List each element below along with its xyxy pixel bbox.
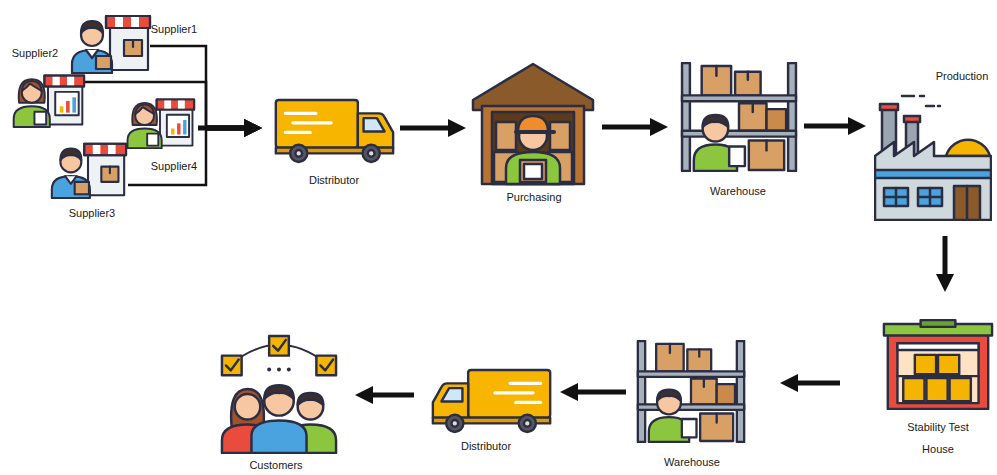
purchasing-icon — [473, 64, 593, 184]
node-label: Distributor — [309, 173, 359, 188]
flow-arrow — [602, 127, 658, 128]
arrow-shaft — [790, 381, 840, 386]
node-label: Supplier3 — [69, 206, 115, 221]
flow-arrow — [945, 236, 946, 282]
customers-icon — [222, 336, 336, 453]
factory-icon — [875, 96, 991, 220]
icon-node: Distributor — [262, 93, 400, 167]
icon-node: Supplier3 — [48, 138, 128, 200]
flow-arrow — [570, 392, 626, 393]
icon-node: Supplier2 — [12, 66, 82, 132]
icon-node: Warehouse — [626, 338, 780, 450]
node-label: Stability Test House — [894, 416, 982, 460]
flow-arrow — [400, 128, 456, 129]
truck-icon — [276, 100, 393, 162]
node-label: Distributor — [461, 439, 511, 454]
node-label: Warehouse — [664, 455, 720, 470]
node-label: Customers — [249, 458, 302, 473]
icon-node: Warehouse — [668, 60, 804, 174]
supplier-icon — [128, 99, 195, 148]
icon-node: Distributor — [414, 366, 560, 436]
arrow-shaft — [365, 393, 414, 398]
icon-node: Customers — [216, 333, 355, 455]
flow-arrow — [365, 395, 414, 396]
icon-node: Production — [866, 84, 993, 236]
flow-arrow — [198, 128, 252, 129]
node-label: Supplier4 — [151, 159, 197, 174]
arrow-shaft — [198, 126, 252, 131]
arrow-shaft — [804, 124, 856, 129]
warehouse-icon — [682, 63, 796, 171]
arrow-shaft — [570, 390, 626, 395]
truck-icon — [433, 370, 550, 432]
arrow-shaft — [602, 125, 658, 130]
flow-arrow — [790, 383, 840, 384]
node-label: Purchasing — [506, 190, 561, 205]
icon-node: Stability Test House — [840, 292, 995, 412]
node-label: Supplier2 — [12, 46, 58, 61]
test-house-icon — [884, 320, 992, 409]
node-label: Supplier1 — [151, 22, 197, 37]
node-label: Production — [936, 69, 989, 84]
arrow-shaft — [400, 126, 456, 131]
icon-node: Purchasing — [466, 58, 602, 186]
supplier-icon — [52, 144, 126, 198]
flow-arrow — [804, 126, 856, 127]
icon-node: Supplier1 — [66, 10, 150, 72]
icon-node: Supplier4 — [126, 93, 198, 155]
node-label: Warehouse — [710, 184, 766, 199]
supplier-icon — [14, 76, 84, 127]
truck-icon-mirrored — [433, 370, 550, 432]
warehouse-icon — [638, 341, 744, 442]
arrow-shaft — [943, 236, 948, 282]
supplier-icon — [72, 16, 150, 73]
